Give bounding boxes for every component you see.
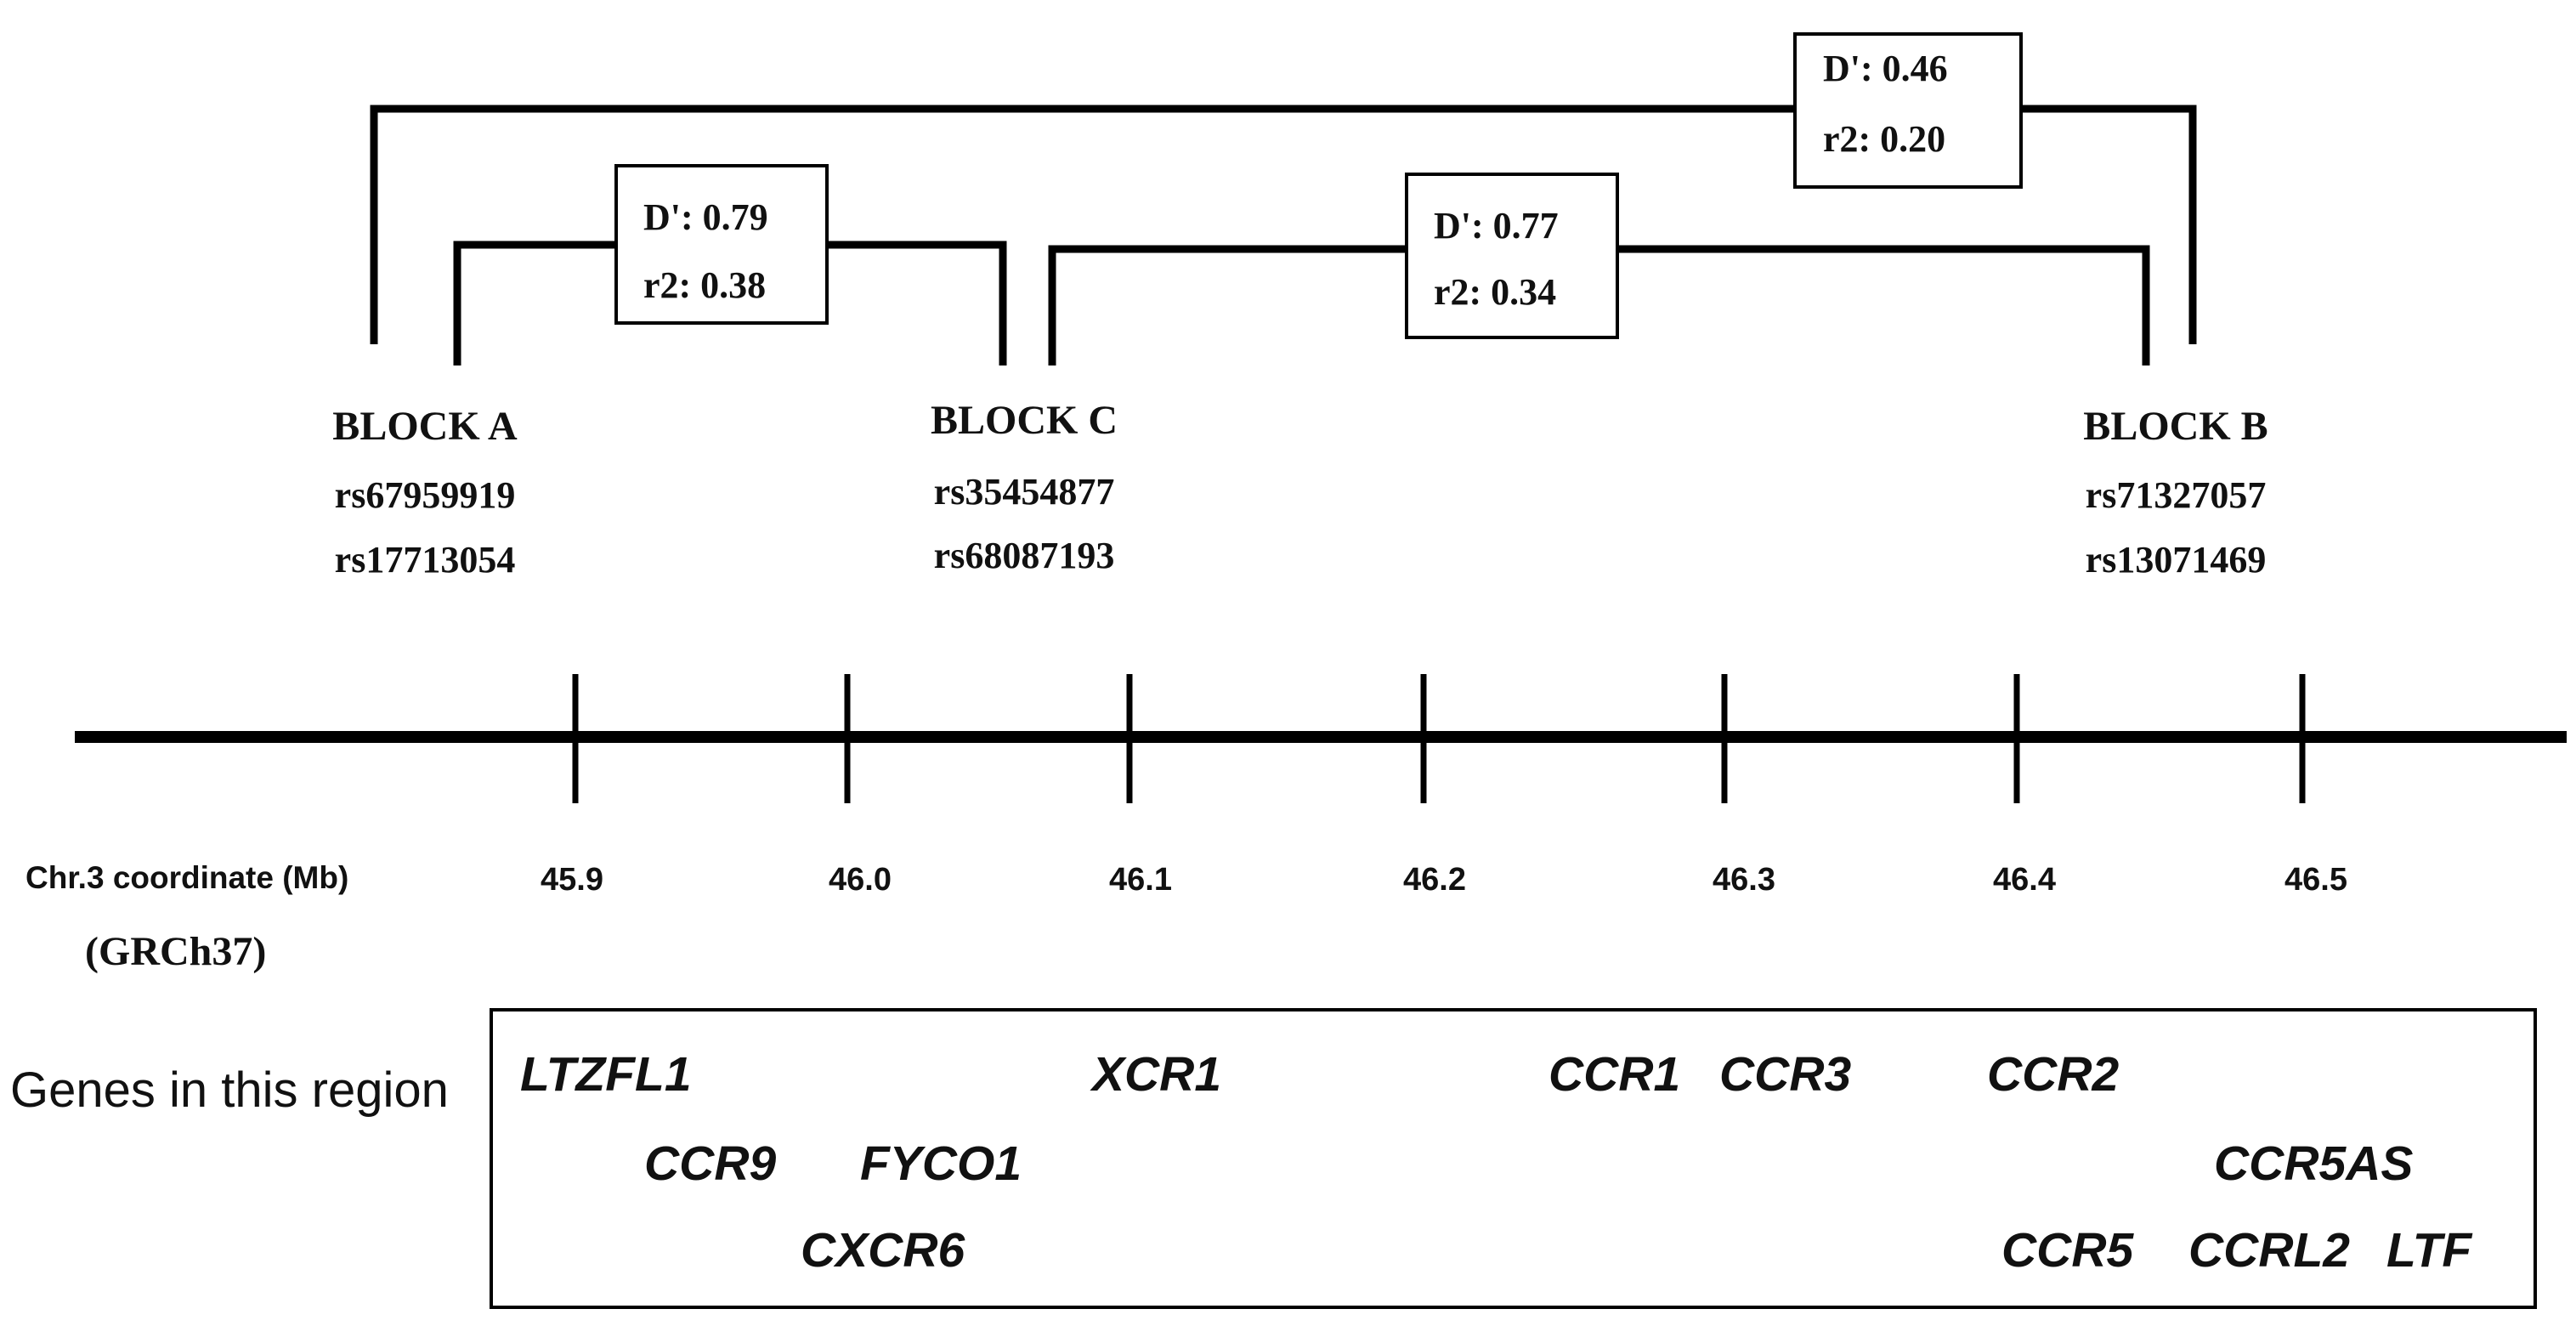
genes-section-title: Genes in this region	[10, 1062, 449, 1118]
block-name: BLOCK C	[931, 398, 1118, 443]
ld-label-a-b: D': 0.46 r2: 0.20	[1793, 32, 2023, 189]
axis-title: Chr.3 coordinate (Mb)	[25, 860, 348, 895]
snp-id: rs35454877	[934, 471, 1115, 513]
ld-r2-value: r2: 0.34	[1434, 271, 1556, 313]
tick-label: 46.2	[1403, 862, 1466, 898]
block-name: BLOCK B	[2083, 404, 2267, 449]
ld-d-prime-value: D': 0.46	[1823, 48, 1948, 89]
snp-id: rs67959919	[335, 474, 516, 516]
gene-name: FYCO1	[860, 1136, 1022, 1191]
ld-r2-value: r2: 0.38	[643, 264, 766, 306]
genes-box	[490, 1008, 2537, 1309]
tick-label: 46.0	[829, 862, 892, 898]
genes-section: Genes in this region LTZFL1 CCR9 FYCO1 C…	[10, 1008, 2537, 1309]
snp-id: rs71327057	[2086, 474, 2267, 516]
gene-name: CCR9	[644, 1136, 776, 1191]
ld-label-box	[614, 164, 829, 325]
block-name: BLOCK A	[332, 404, 518, 449]
ld-r2-value: r2: 0.20	[1823, 118, 1945, 160]
ld-label-box	[1793, 32, 2023, 189]
block-a-label: BLOCK A rs67959919 rs17713054	[332, 404, 518, 581]
tick-label: 45.9	[541, 862, 603, 898]
gene-name: CCR1	[1548, 1047, 1680, 1102]
ld-d-prime-value: D': 0.79	[643, 196, 768, 238]
block-c-label: BLOCK C rs35454877 rs68087193	[931, 398, 1118, 576]
gene-name: LTZFL1	[520, 1047, 692, 1102]
snp-id: rs17713054	[335, 539, 516, 581]
tick-label: 46.1	[1109, 862, 1172, 898]
gene-name: CCR5AS	[2214, 1136, 2413, 1191]
ld-label-c-b: D': 0.77 r2: 0.34	[1405, 173, 1619, 339]
gene-name: CCR2	[1987, 1047, 2119, 1102]
ld-label-box	[1405, 173, 1619, 339]
ld-d-prime-value: D': 0.77	[1434, 205, 1559, 246]
gene-name: CXCR6	[801, 1223, 965, 1278]
snp-id: rs68087193	[934, 535, 1115, 576]
block-b-label: BLOCK B rs71327057 rs13071469	[2083, 404, 2267, 581]
gene-name: CCRL2	[2188, 1223, 2350, 1278]
gene-name: CCR3	[1719, 1047, 1851, 1102]
genome-build-label: (GRCh37)	[85, 929, 266, 974]
snp-id: rs13071469	[2086, 539, 2267, 581]
tick-label: 46.3	[1713, 862, 1775, 898]
tick-label: 46.4	[1993, 862, 2056, 898]
tick-label: 46.5	[2284, 862, 2347, 898]
ld-link-a-b-bracket	[370, 105, 2197, 344]
gene-name: CCR5	[2001, 1223, 2134, 1278]
ld-label-a-c: D': 0.79 r2: 0.38	[614, 164, 829, 325]
chromosome-axis: Chr.3 coordinate (Mb) (GRCh37) 45.9 46.0…	[25, 674, 2567, 974]
gene-name: XCR1	[1090, 1047, 1221, 1102]
gene-name: LTF	[2386, 1223, 2473, 1278]
